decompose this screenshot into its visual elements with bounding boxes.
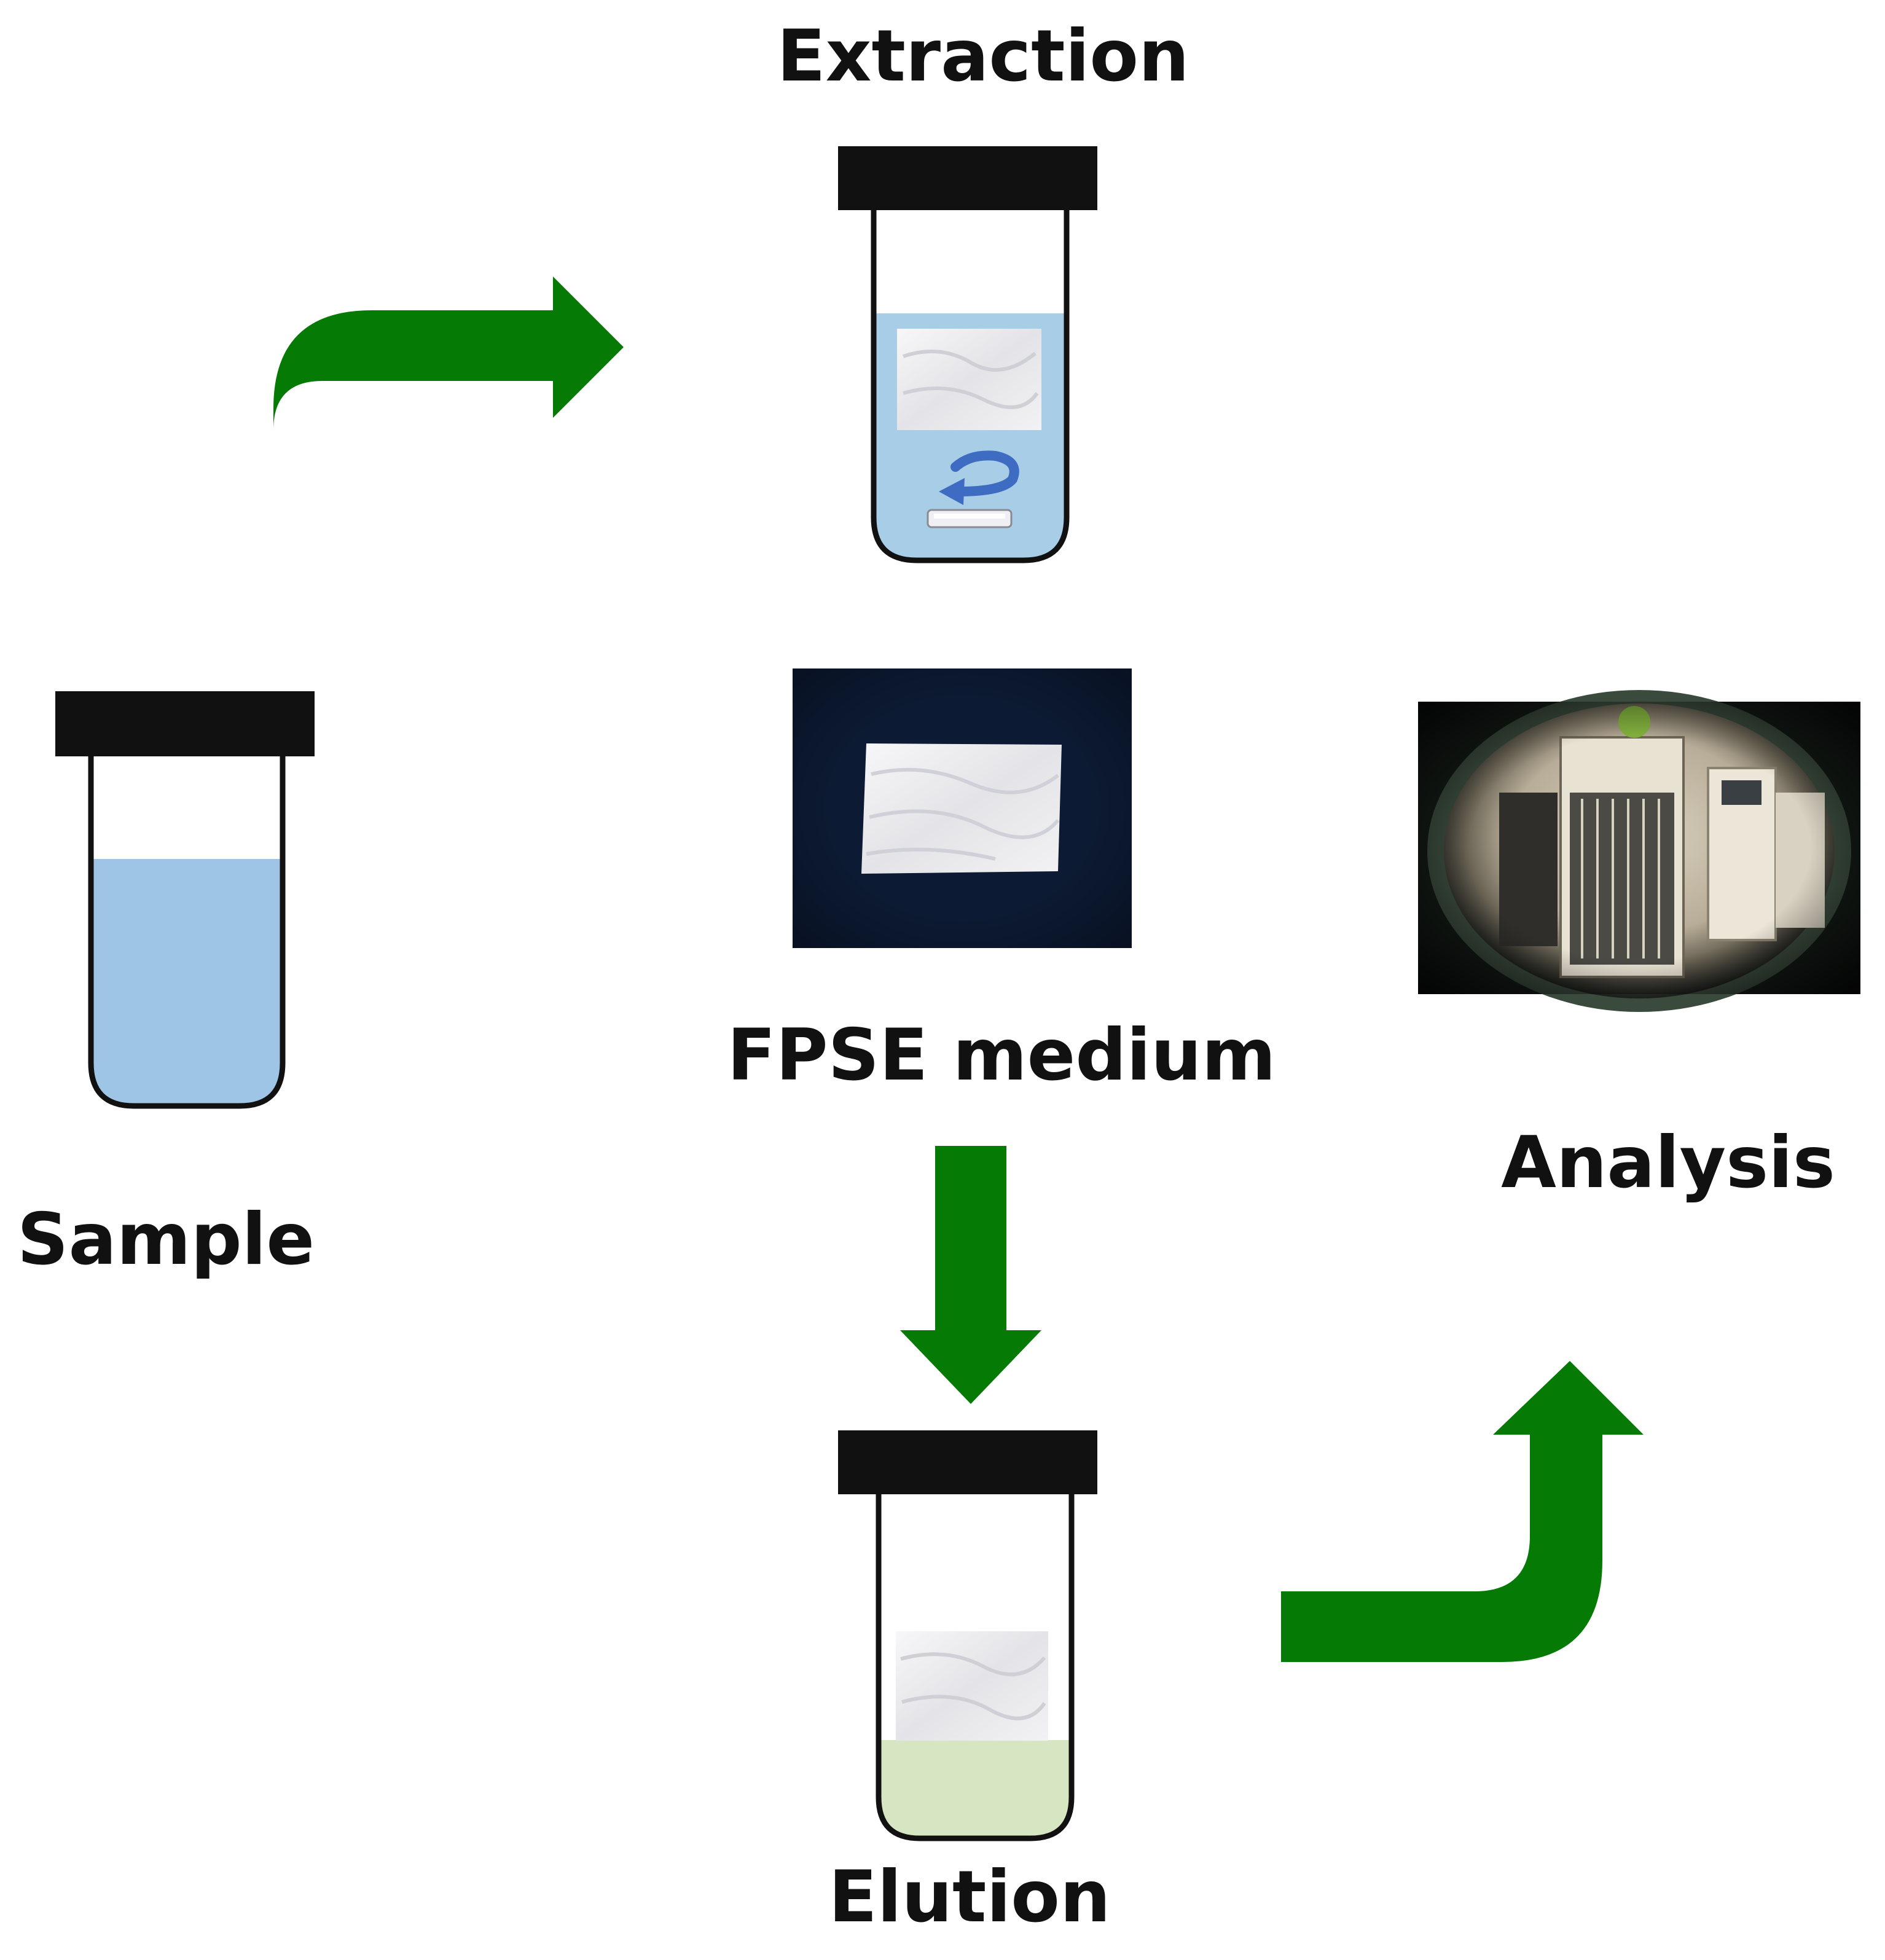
fpse-medium-in-extraction [897, 329, 1041, 430]
extraction-label: Extraction [777, 15, 1189, 98]
fpse-medium-sheet [861, 743, 1062, 874]
sample-vial [55, 691, 315, 1109]
fpse-medium-photo [793, 668, 1132, 948]
arrow-sample-to-extraction [273, 276, 624, 556]
extraction-vial-body [871, 210, 1070, 563]
elution-label: Elution [828, 1856, 1111, 1938]
sample-liquid [92, 859, 281, 1105]
elution-vial-cap [838, 1430, 1097, 1494]
fpse-medium-label: FPSE medium [727, 1014, 1276, 1097]
sample-vial-cap [55, 691, 315, 756]
arrow-elution-to-analysis [1281, 1361, 1644, 1662]
arrow-extraction-to-elution [900, 1146, 1041, 1404]
analytical-instrument-photo [1418, 690, 1860, 1012]
extraction-vial-cap [838, 146, 1097, 210]
elution-vial-body [876, 1494, 1075, 1841]
sample-label: Sample [17, 1198, 315, 1281]
extraction-vial [838, 146, 1097, 563]
elution-liquid [880, 1740, 1070, 1837]
stir-bar-icon [927, 509, 1013, 528]
sample-vial-body [88, 756, 286, 1109]
fpse-medium-in-elution [896, 1631, 1048, 1741]
elution-vial [838, 1430, 1097, 1841]
circular-arrow-icon [939, 450, 1019, 505]
analysis-label: Analysis [1501, 1121, 1835, 1204]
